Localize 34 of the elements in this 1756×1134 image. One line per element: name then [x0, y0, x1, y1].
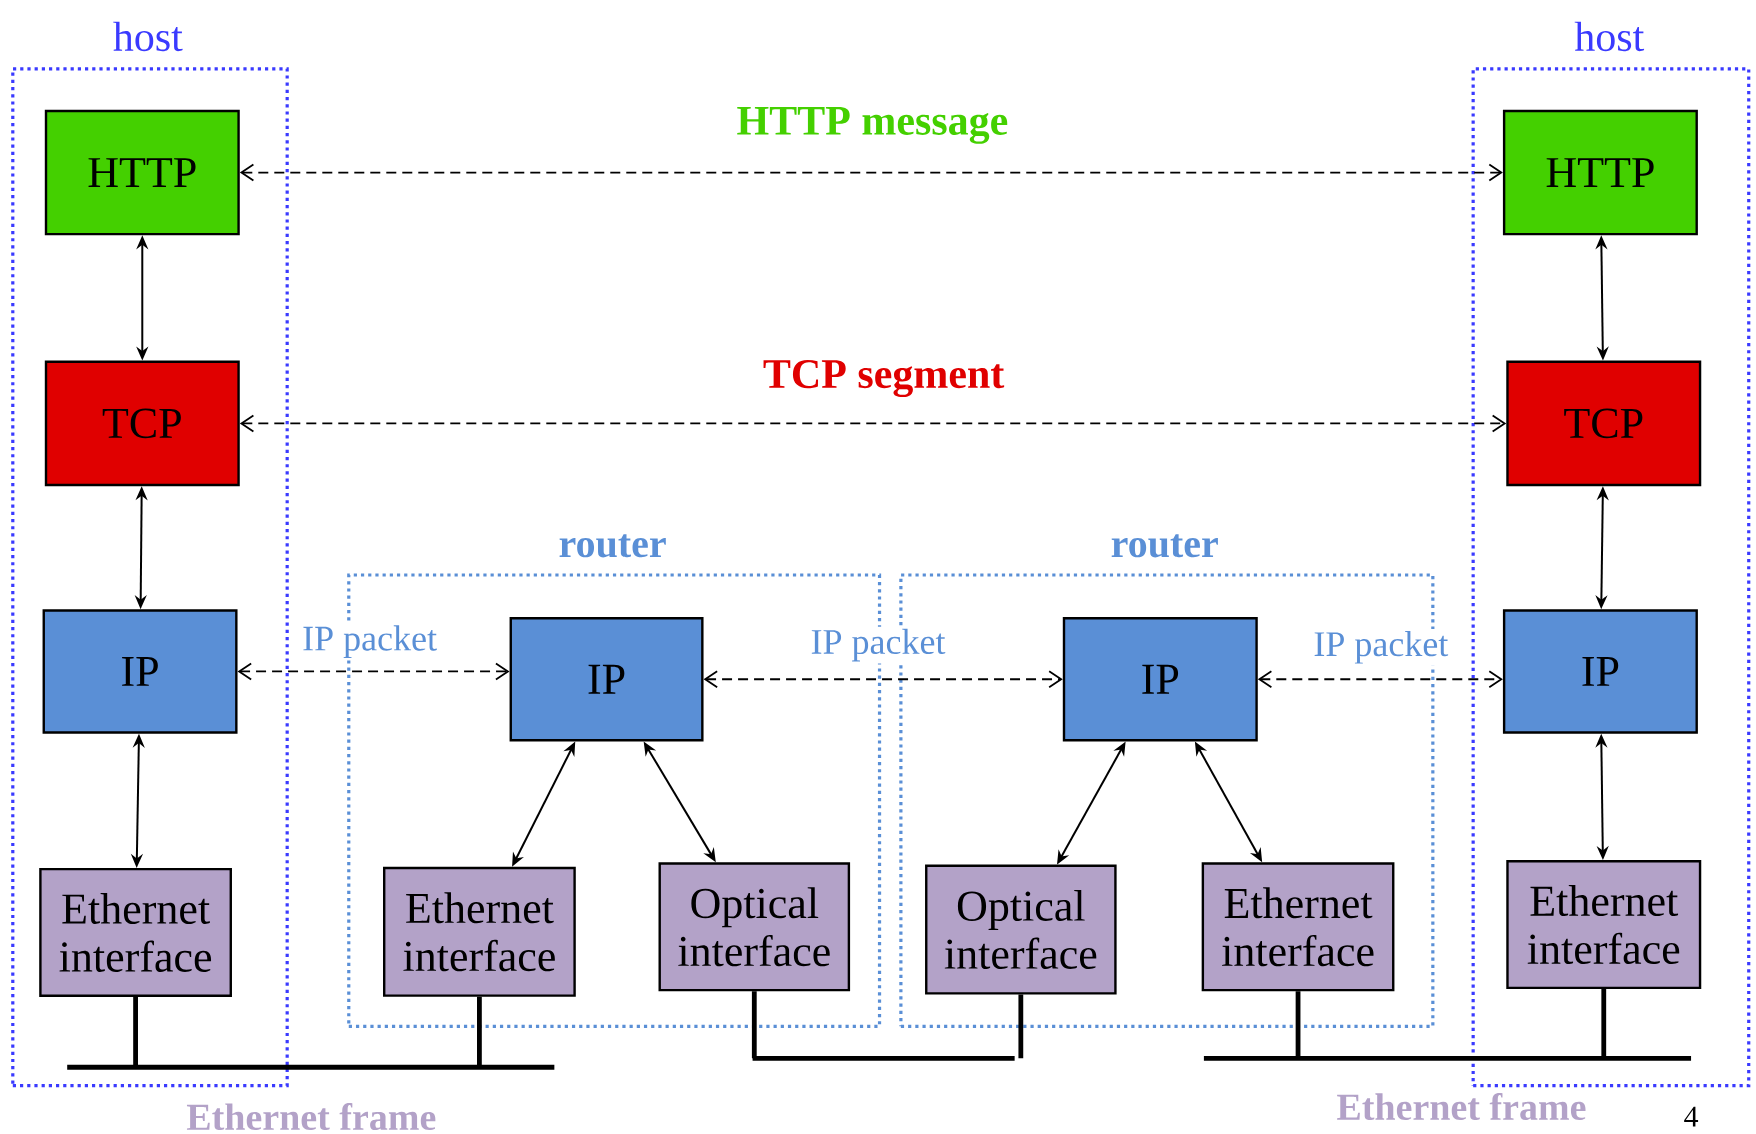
- protocol-box: IP: [1062, 616, 1258, 742]
- arrow: [239, 414, 1507, 433]
- interface-box: Ethernet interface: [383, 866, 576, 997]
- edge-label: Ethernet frame: [1334, 1090, 1589, 1122]
- link-line: [750, 988, 1024, 1061]
- edge-label: IP packet: [808, 626, 948, 664]
- protocol-box: IP: [509, 616, 704, 742]
- heading: host: [1574, 21, 1645, 51]
- heading: router: [1111, 534, 1218, 558]
- protocol-box: IP: [42, 609, 238, 734]
- protocol-box: IP: [1502, 609, 1698, 734]
- interface-box: Ethernet interface: [1201, 862, 1395, 992]
- link-line: [1201, 986, 1694, 1061]
- edge-label: IP packet: [1311, 628, 1451, 666]
- heading: router: [559, 534, 666, 558]
- protocol-box: HTTP: [1502, 109, 1698, 236]
- interface-box: Ethernet interface: [1506, 859, 1702, 989]
- arrow: [237, 662, 510, 681]
- arrow: [239, 163, 1503, 182]
- protocol-box: TCP: [1506, 360, 1702, 486]
- page-number: 4: [1684, 1106, 1699, 1127]
- link-line: [64, 994, 557, 1070]
- edge-label: HTTP message: [734, 104, 1011, 146]
- interface-box: Ethernet interface: [39, 867, 232, 997]
- interface-box: Optical interface: [925, 864, 1117, 995]
- protocol-box: HTTP: [44, 109, 240, 236]
- arrow: [703, 670, 1063, 688]
- edge-label: IP packet: [300, 623, 440, 660]
- edge-label: Ethernet frame: [184, 1100, 439, 1132]
- protocol-box: TCP: [44, 360, 240, 486]
- heading: host: [113, 21, 183, 51]
- edge-label: TCP segment: [760, 357, 1007, 399]
- interface-box: Optical interface: [658, 862, 851, 992]
- arrow: [1257, 670, 1503, 688]
